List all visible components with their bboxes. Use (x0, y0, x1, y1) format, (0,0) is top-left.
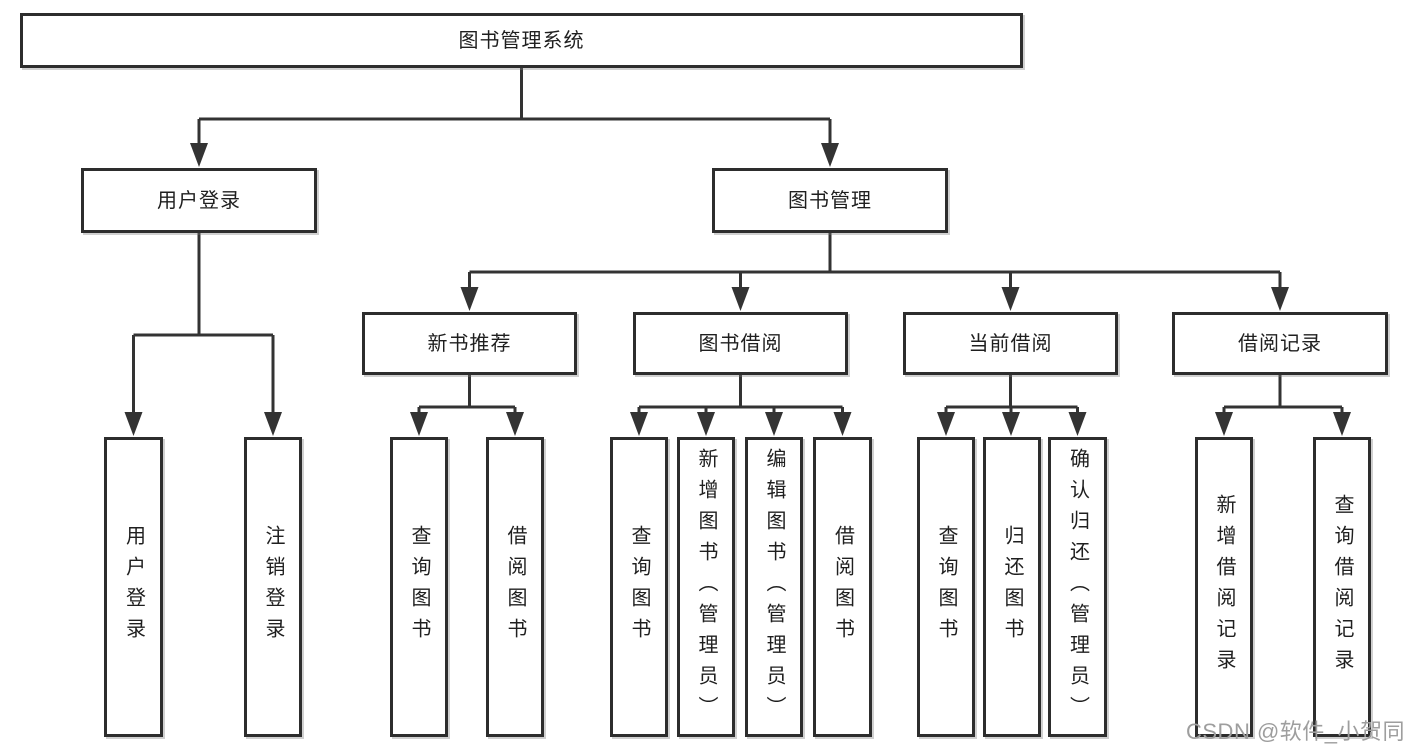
leaf-logout: 注销登录 (244, 437, 302, 737)
leaf-current-confirm-return-admin: 确认归还（管理员） (1048, 437, 1107, 737)
leaf-borrowing-query-books: 查询图书 (610, 437, 668, 737)
leaf-logout-label: 注销登录 (262, 525, 284, 649)
node-borrowing-records: 借阅记录 (1172, 312, 1388, 375)
leaf-user-login-label: 用户登录 (122, 525, 145, 649)
node-book-borrowing-label: 图书借阅 (698, 332, 783, 355)
node-user-login: 用户登录 (81, 168, 317, 233)
leaf-records-add-record-label: 新增借阅记录 (1213, 494, 1235, 680)
leaf-borrowing-add-books-admin: 新增图书（管理员） (677, 437, 735, 737)
leaf-current-confirm-return-admin-label: 确认归还（管理员） (1066, 447, 1089, 727)
leaf-borrowing-borrow-books-label: 借阅图书 (831, 525, 854, 649)
leaf-recommend-borrow-books: 借阅图书 (486, 437, 544, 737)
csdn-watermark: CSDN @软件_小贺同学 (1186, 719, 1405, 744)
leaf-current-query-books-label: 查询图书 (935, 525, 957, 649)
leaf-borrowing-edit-books-admin-label: 编辑图书（管理员） (763, 447, 785, 727)
leaf-borrowing-borrow-books: 借阅图书 (813, 437, 872, 737)
leaf-current-return-books-label: 归还图书 (1001, 525, 1023, 649)
leaf-recommend-borrow-books-label: 借阅图书 (504, 525, 526, 649)
leaf-records-add-record: 新增借阅记录 (1195, 437, 1253, 737)
leaf-borrowing-add-books-admin-label: 新增图书（管理员） (695, 447, 717, 727)
node-library-system: 图书管理系统 (20, 13, 1023, 68)
leaf-current-query-books: 查询图书 (917, 437, 975, 737)
leaf-records-query-record-label: 查询借阅记录 (1331, 494, 1353, 680)
node-library-system-label: 图书管理系统 (458, 29, 585, 52)
node-book-management-label: 图书管理 (788, 189, 872, 212)
leaf-recommend-query-books-label: 查询图书 (408, 525, 430, 649)
node-current-borrowing-label: 当前借阅 (968, 332, 1053, 355)
node-user-login-label: 用户登录 (157, 189, 241, 212)
leaf-borrowing-edit-books-admin: 编辑图书（管理员） (745, 437, 803, 737)
leaf-borrowing-query-books-label: 查询图书 (628, 525, 650, 649)
leaf-records-query-record: 查询借阅记录 (1313, 437, 1371, 737)
leaf-recommend-query-books: 查询图书 (390, 437, 448, 737)
node-borrowing-records-label: 借阅记录 (1238, 332, 1322, 355)
node-book-management: 图书管理 (712, 168, 948, 233)
node-new-book-recommendation: 新书推荐 (362, 312, 577, 375)
node-book-borrowing: 图书借阅 (633, 312, 848, 375)
leaf-user-login: 用户登录 (104, 437, 163, 737)
leaf-current-return-books: 归还图书 (983, 437, 1041, 737)
node-current-borrowing: 当前借阅 (903, 312, 1118, 375)
node-new-book-recommendation-label: 新书推荐 (427, 332, 512, 355)
